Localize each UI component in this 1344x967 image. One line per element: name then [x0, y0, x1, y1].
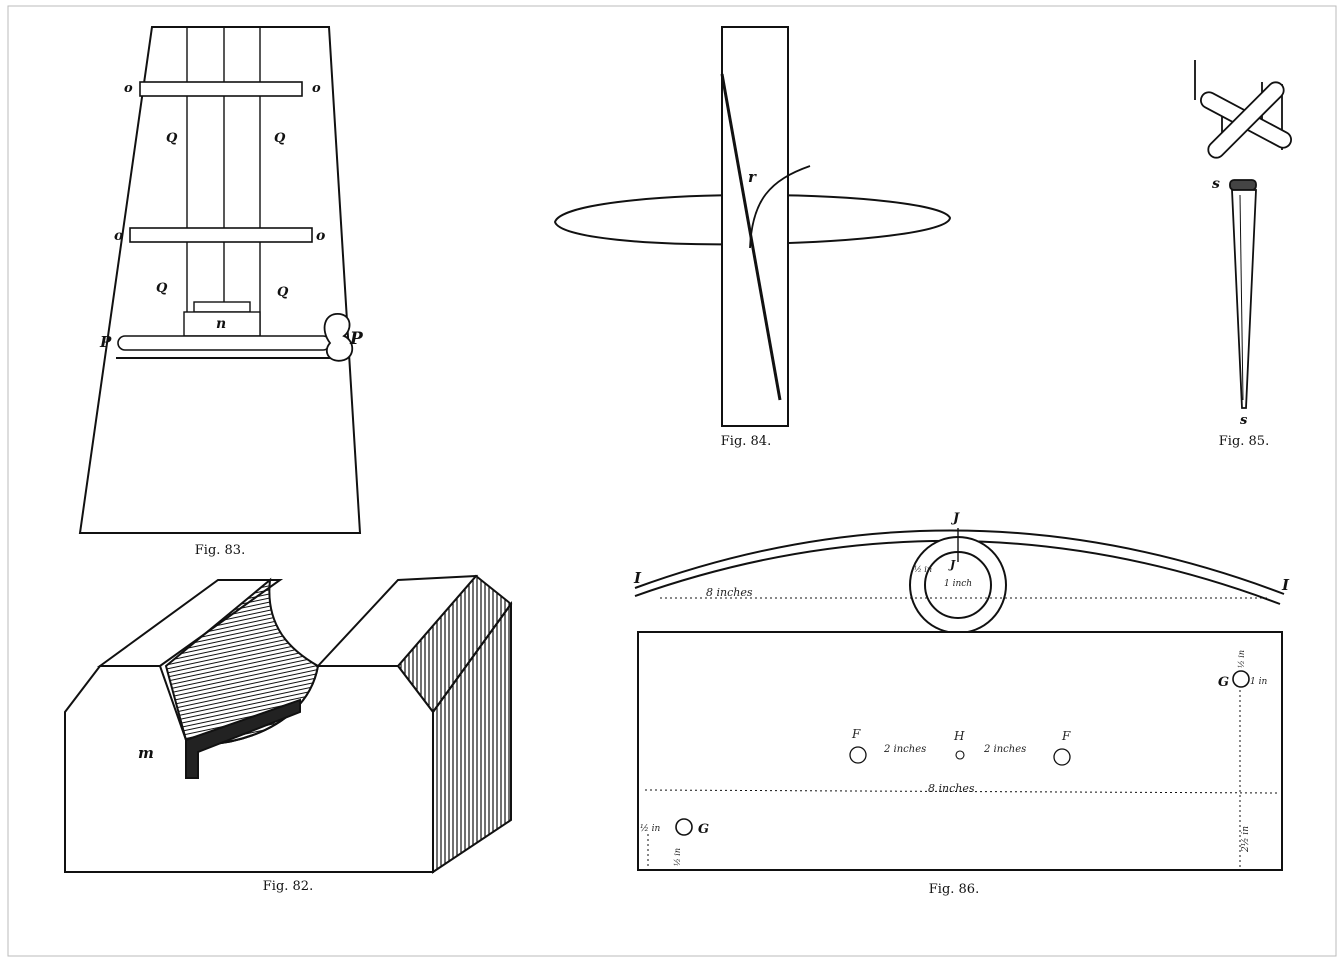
fig82-left-top	[96, 579, 284, 667]
fig83-label-o-tl: o	[124, 81, 133, 96]
fig86-label-half-in: ½ in	[914, 565, 932, 574]
fig82-caption: Fig. 82.	[263, 879, 313, 894]
fig83-pin-handle	[323, 313, 354, 362]
fig84-caption: Fig. 84.	[721, 434, 771, 449]
fig86-label-2-inches-right: 2 inches	[983, 744, 1026, 755]
figure-82	[64, 574, 513, 874]
fig86-label-half-in-left-v: ½ in	[673, 848, 682, 866]
fig86-hole-h	[955, 750, 965, 760]
fig85-spike	[1231, 189, 1257, 409]
fig83-block-top	[193, 301, 251, 313]
fig83-label-q-2: Q	[274, 131, 286, 146]
fig83-pin-rod	[117, 335, 331, 351]
fig86-label-g-left: G	[698, 822, 709, 837]
fig84-bar	[721, 26, 789, 427]
fig83-label-o-mr: o	[316, 228, 325, 244]
fig86-label-1-inch: 1 inch	[944, 579, 972, 589]
figure-84	[553, 26, 952, 427]
fig86-label-f-right: F	[1061, 729, 1071, 743]
fig86-label-1-in-right: 1 in	[1250, 677, 1267, 687]
fig86-label-f-left: F	[851, 727, 861, 741]
fig83-label-n: n	[216, 316, 226, 332]
fig86-label-g-right: G	[1218, 675, 1229, 690]
fig86-hole-g-left	[675, 818, 693, 836]
fig86-label-h: H	[953, 729, 965, 743]
fig85-label-s-bottom: s	[1240, 413, 1248, 428]
fig85-label-s-top: s	[1212, 176, 1220, 192]
fig84-label-r: r	[748, 168, 757, 186]
fig82-ledge-m	[185, 698, 301, 779]
fig85-spike-line	[1239, 194, 1244, 401]
fig86-label-2-half-in: 2½ in	[1240, 826, 1251, 853]
fig86-label-i-right: I	[1281, 576, 1290, 594]
fig86-label-i-left: I	[633, 569, 642, 587]
fig83-body	[78, 26, 362, 534]
fig86-hole-g-right	[1232, 670, 1250, 688]
fig83-label-q-1: Q	[166, 131, 178, 146]
fig83-label-o-ml: o	[114, 228, 123, 244]
fig83-caption: Fig. 83.	[195, 543, 245, 558]
fig83-label-q-4: Q	[277, 285, 289, 300]
fig85-caption: Fig. 85.	[1219, 434, 1269, 449]
fig83-band-middle	[129, 227, 313, 243]
fig86-label-j-top: J	[950, 511, 960, 526]
fig86-label-8-inches-top: 8 inches	[706, 586, 753, 599]
fig85-collar	[1229, 179, 1257, 191]
fig86-label-half-in-right-v: ½ in	[1237, 650, 1246, 668]
figure-83	[78, 26, 362, 534]
figure-86	[634, 528, 1285, 871]
fig83-block-n	[183, 311, 261, 337]
fig82-label-m: m	[138, 744, 154, 762]
fig82-right-top	[315, 574, 479, 667]
fig85-crossbar-2	[1207, 81, 1285, 159]
fig86-caption: Fig. 86.	[929, 882, 979, 897]
fig86-label-half-in-left: ½ in	[640, 823, 660, 834]
plate-border	[7, 5, 1337, 957]
fig86-bow-upper	[634, 529, 1285, 595]
fig83-label-o-tr: o	[312, 81, 321, 96]
fig86-label-j-inner: J	[948, 558, 956, 571]
fig86-dim-line-bottom	[644, 789, 1279, 794]
fig83-band-upper	[139, 81, 303, 97]
figure-85	[1194, 60, 1292, 409]
fig86-label-8-inches-bottom: 8 inches	[928, 782, 975, 795]
fig86-label-2-inches-left: 2 inches	[883, 744, 926, 755]
fig86-hole-f-left	[849, 746, 867, 764]
fig83-label-p-right: P	[349, 329, 364, 349]
fig84-curve-r	[749, 165, 811, 249]
fig83-label-p-left: P	[99, 333, 112, 351]
fig86-hole-f-right	[1053, 748, 1071, 766]
fig83-label-q-3: Q	[156, 281, 168, 296]
